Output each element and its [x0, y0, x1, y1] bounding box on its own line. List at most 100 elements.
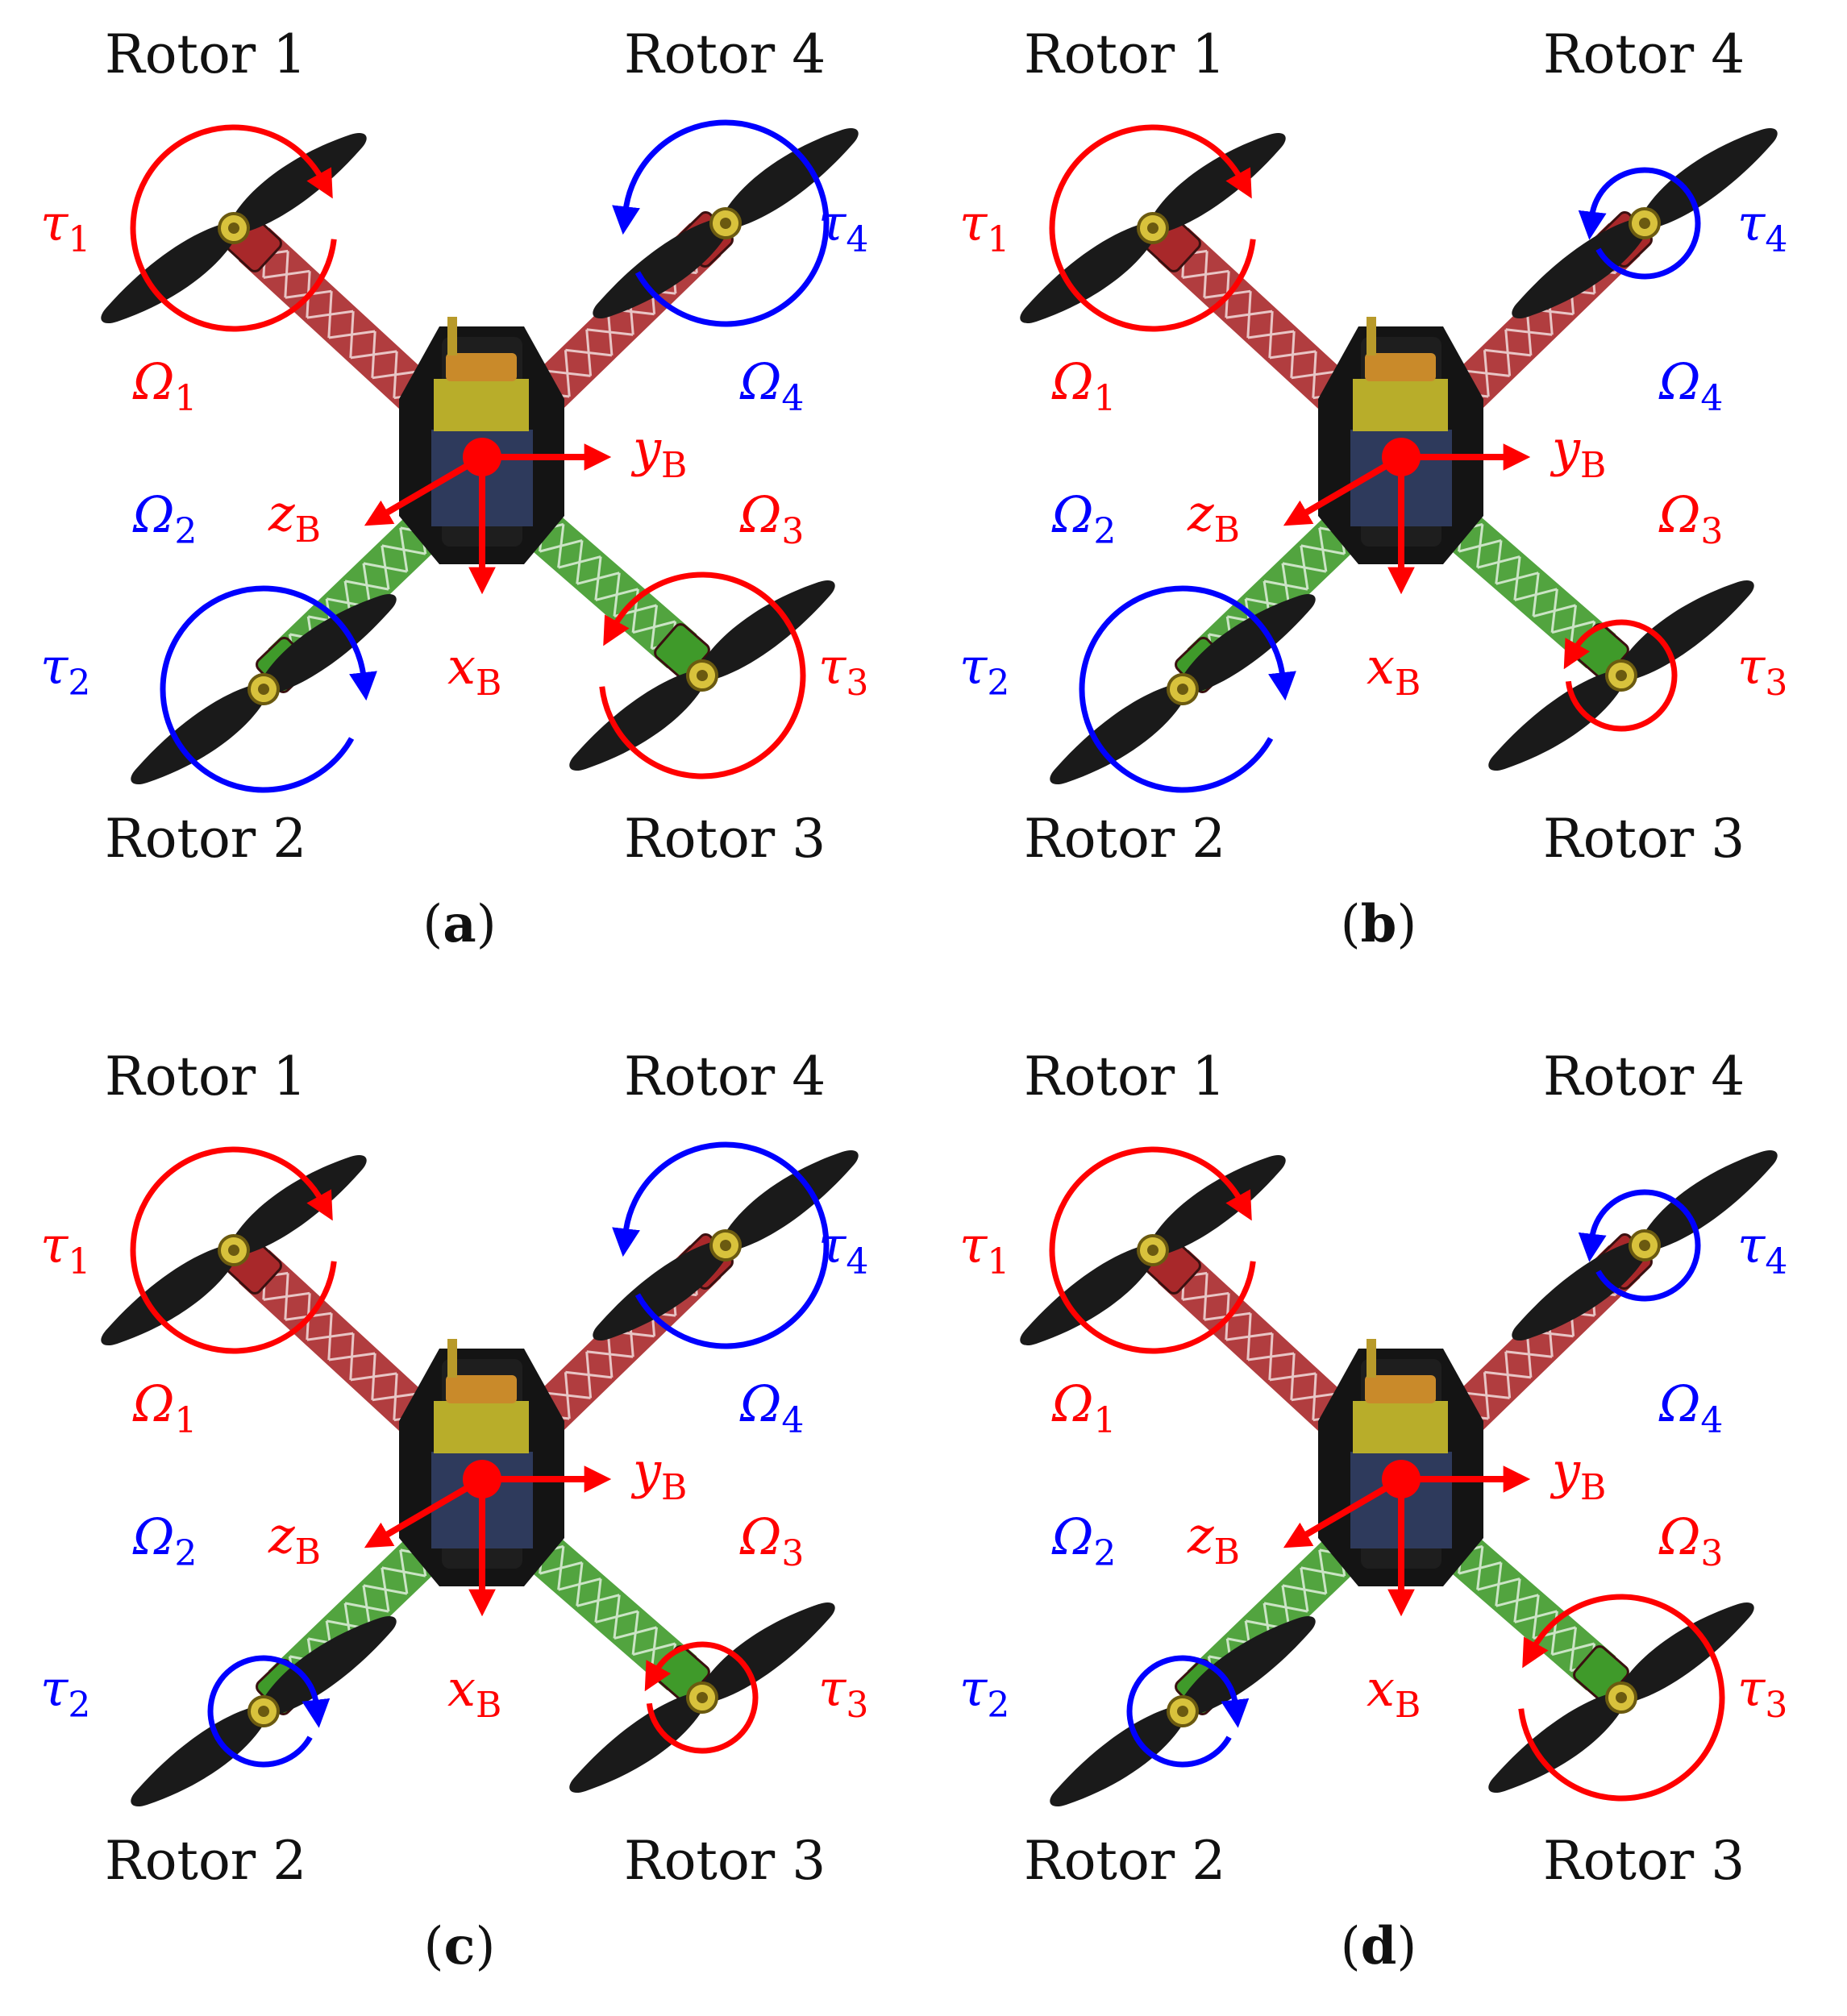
propeller-icon — [1488, 1602, 1754, 1793]
label-part: Rotor 1 — [105, 23, 306, 85]
omega1-label: Ω1 — [1051, 1374, 1116, 1441]
label-part: B — [661, 445, 687, 486]
rotation-arrow — [1079, 585, 1296, 793]
tau4-label: τ4 — [1737, 1216, 1787, 1282]
panel-caption: (b) — [1341, 894, 1417, 954]
propeller-icon — [1050, 594, 1316, 784]
rotor2-label: Rotor 2 — [1024, 1830, 1225, 1892]
label-part: Ω — [1051, 1507, 1093, 1566]
body-origin — [1382, 438, 1421, 476]
z-axis-label: zB — [268, 484, 321, 551]
label-part: Ω — [1658, 1374, 1700, 1433]
label-part: τ — [818, 637, 847, 696]
panel-caption: (c) — [424, 1916, 496, 1977]
rotation-arrow — [599, 572, 806, 779]
label-part: 3 — [781, 511, 804, 552]
label-part: 2 — [174, 1533, 197, 1574]
label-part: z — [268, 484, 295, 542]
rotor3-label: Rotor 3 — [1543, 808, 1745, 870]
label-part: 2 — [68, 663, 90, 704]
label-part: Ω — [132, 1507, 174, 1566]
label-part: τ — [1737, 1659, 1766, 1718]
label-part: ) — [1396, 1917, 1416, 1977]
label-part: 3 — [1700, 1533, 1723, 1574]
label-part: Rotor 4 — [1543, 1045, 1745, 1108]
propeller-icon — [101, 1155, 367, 1345]
rotor4-label: Rotor 4 — [1543, 1045, 1745, 1108]
rotation-arrow — [612, 119, 830, 327]
label-part: Rotor 1 — [105, 1045, 306, 1108]
rotation-arrow — [644, 1641, 759, 1754]
rotor1-label: Rotor 1 — [105, 1045, 306, 1108]
label-part: 2 — [68, 1685, 90, 1726]
label-part: τ — [1737, 1216, 1766, 1274]
label-part: τ — [1737, 637, 1766, 696]
omega1-label: Ω1 — [1051, 352, 1116, 419]
label-part: ( — [422, 895, 443, 954]
label-part: ( — [1341, 1917, 1361, 1977]
label-part: τ — [40, 193, 69, 252]
label-part: 4 — [1700, 378, 1723, 419]
label-part: 1 — [174, 378, 197, 419]
label-part: τ — [818, 1659, 847, 1718]
propeller-icon — [131, 594, 397, 784]
z-axis-label: zB — [1187, 1506, 1240, 1573]
y-axis-label: yB — [1550, 419, 1606, 486]
omega3-label: Ω3 — [1658, 1507, 1723, 1574]
label-part: 3 — [1700, 511, 1723, 552]
label-part: 3 — [1765, 1685, 1787, 1726]
panel-caption: (d) — [1341, 1916, 1417, 1977]
label-part: ( — [1341, 895, 1361, 954]
tau4-label: τ4 — [1737, 193, 1787, 260]
rotation-arrow — [1578, 1189, 1701, 1302]
omega4-label: Ω4 — [1658, 352, 1723, 419]
label-part: τ — [40, 1659, 69, 1718]
rotation-arrow — [130, 124, 337, 332]
tau4-label: τ4 — [818, 1216, 868, 1282]
label-part: τ — [818, 1216, 847, 1274]
rotation-arrow — [207, 1655, 331, 1768]
label-part: τ — [818, 193, 847, 252]
y-axis-label: yB — [630, 1441, 687, 1508]
z-axis-label: zB — [1187, 484, 1240, 551]
label-part: Ω — [1051, 352, 1093, 411]
label-part: y — [630, 419, 662, 478]
rotation-arrow — [612, 1141, 830, 1349]
tau3-label: τ3 — [1737, 637, 1787, 704]
label-part: z — [1187, 1506, 1214, 1565]
rotation-arrow — [1578, 167, 1701, 280]
propeller-icon — [1488, 580, 1754, 771]
label-part: Rotor 2 — [1024, 808, 1225, 870]
label-part: τ — [959, 1216, 988, 1274]
propeller-icon — [1512, 1150, 1778, 1341]
rotor3-label: Rotor 3 — [624, 808, 826, 870]
label-part: ) — [475, 1917, 495, 1977]
rotation-arrow — [160, 585, 377, 793]
label-part: Ω — [1658, 1507, 1700, 1566]
label-part: Ω — [739, 1374, 781, 1433]
label-part: Ω — [1658, 485, 1700, 544]
rotation-arrow — [1049, 1146, 1256, 1354]
label-part: 3 — [1765, 663, 1787, 704]
label-part: Rotor 4 — [1543, 23, 1745, 85]
tau3-label: τ3 — [818, 1659, 868, 1726]
label-part: 3 — [781, 1533, 804, 1574]
rotation-arrow — [1126, 1655, 1250, 1768]
body-axes — [364, 1460, 612, 1617]
label-part: 2 — [1093, 511, 1116, 552]
label-part: a — [443, 894, 476, 954]
label-part: Ω — [132, 352, 174, 411]
label-part: τ — [1737, 193, 1766, 252]
omega4-label: Ω4 — [739, 1374, 804, 1441]
rotor4-label: Rotor 4 — [624, 1045, 826, 1108]
rotor2-label: Rotor 2 — [105, 1830, 306, 1892]
label-part: y — [1550, 419, 1581, 478]
x-axis-label: xB — [1367, 1659, 1421, 1726]
label-part: 1 — [987, 1241, 1009, 1282]
label-part: z — [1187, 484, 1214, 542]
tau3-label: τ3 — [818, 637, 868, 704]
label-part: 1 — [987, 219, 1009, 260]
propeller-icon — [569, 1602, 835, 1793]
label-part: B — [295, 1532, 321, 1573]
